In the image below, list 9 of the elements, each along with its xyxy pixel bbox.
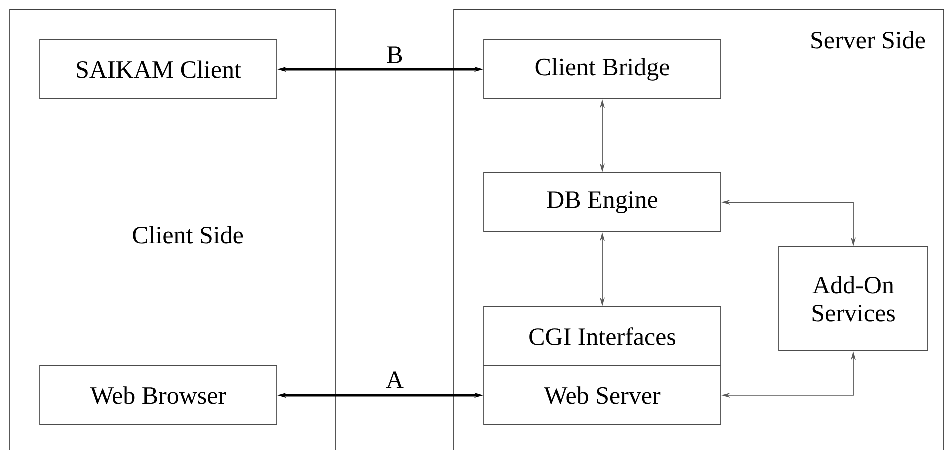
edge-label: B xyxy=(386,46,404,64)
component-box: Web Server xyxy=(484,366,722,426)
component-box: Add-On Services xyxy=(778,246,928,352)
edge-label: A xyxy=(384,370,406,390)
component-box: SAIKAM Client xyxy=(40,40,278,100)
component-box: Web Browser xyxy=(40,366,278,426)
component-box: Client Bridge xyxy=(484,40,722,100)
component-box: CGI Interfaces xyxy=(484,306,722,366)
component-box: DB Engine xyxy=(484,172,722,232)
